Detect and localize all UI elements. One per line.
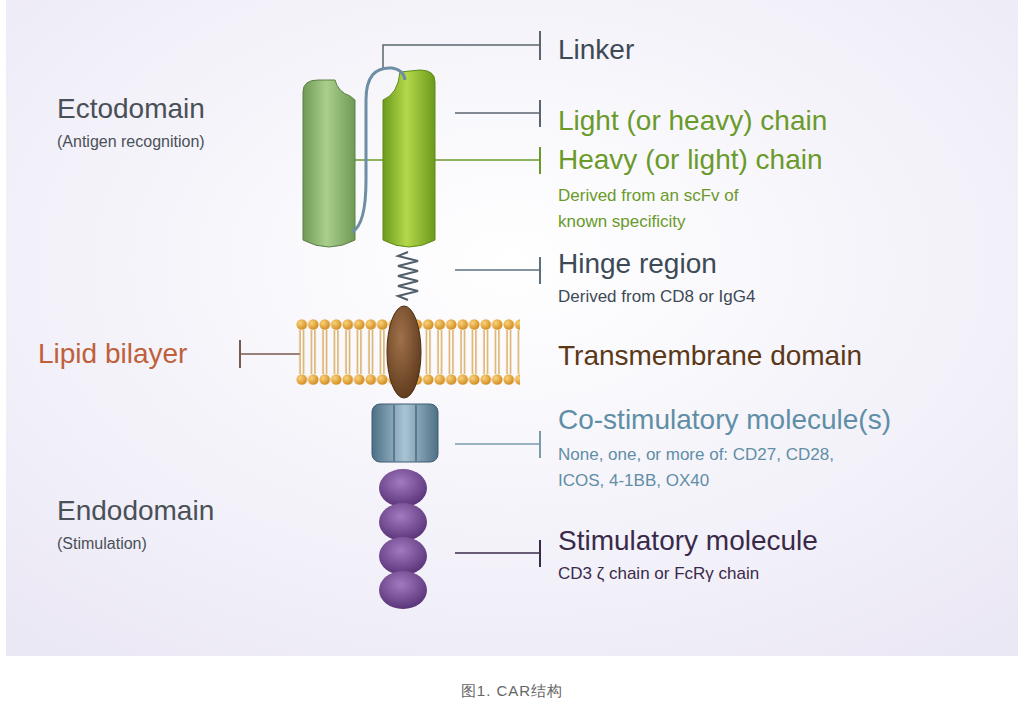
region-label: Ectodomain <box>57 93 205 125</box>
part-note: CD3 ζ chain or FcRγ chain <box>558 564 759 584</box>
part-label: Linker <box>558 34 634 66</box>
part-label: Light (or heavy) chain <box>558 105 827 137</box>
region-label: Endodomain <box>57 495 214 527</box>
region-note: (Stimulation) <box>57 535 147 553</box>
part-label: Hinge region <box>558 248 717 280</box>
figure-caption: 图1. CAR结构 <box>0 682 1024 699</box>
part-note: None, one, or more of: CD27, CD28, ICOS,… <box>558 442 858 495</box>
part-label: Transmembrane domain <box>558 340 862 372</box>
part-label: Lipid bilayer <box>38 338 187 370</box>
part-label: Stimulatory molecule <box>558 525 818 557</box>
part-label: Co-stimulatory molecule(s) <box>558 404 891 436</box>
region-note: (Antigen recognition) <box>57 133 205 151</box>
part-label: Heavy (or light) chain <box>558 144 823 176</box>
part-note: Derived from an scFv of known specificit… <box>558 183 783 236</box>
part-note: Derived from CD8 or IgG4 <box>558 287 755 307</box>
